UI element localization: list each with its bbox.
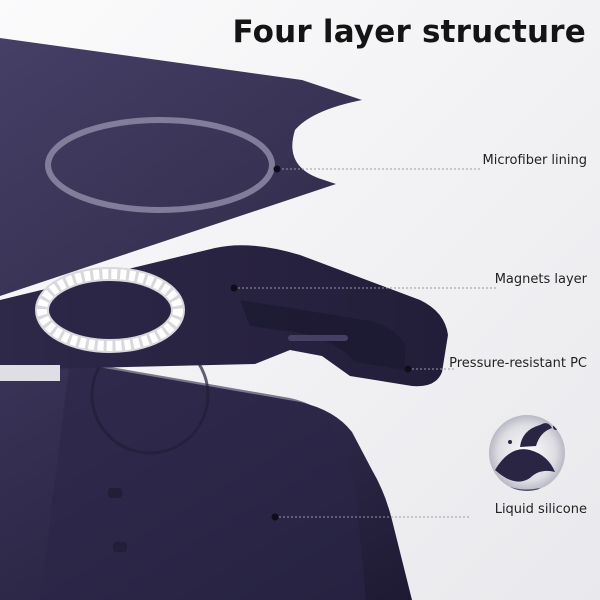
microfiber-lining (0, 38, 362, 296)
leader-lines (238, 168, 496, 518)
silicone-case (0, 335, 412, 600)
label-magnets-layer: Magnets layer (494, 272, 587, 287)
liquid-silicone-inset (489, 415, 565, 491)
label-microfiber-lining: Microfiber lining (482, 153, 587, 168)
magnet-ring (0, 267, 238, 381)
page-title: Four layer structure (232, 14, 586, 50)
label-pressure-resistant-pc: Pressure-resistant PC (449, 356, 587, 371)
label-liquid-silicone: Liquid silicone (494, 502, 587, 517)
